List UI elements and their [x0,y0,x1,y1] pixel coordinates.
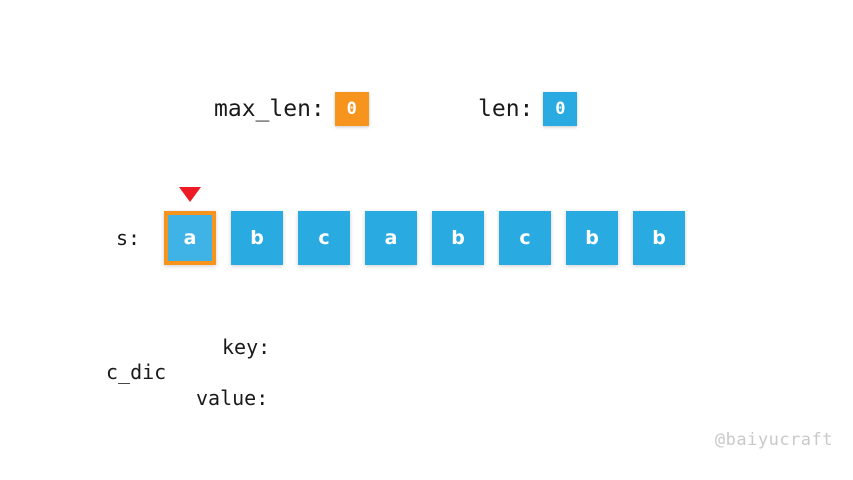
len-counter: len: 0 [478,92,578,126]
string-char-cell: b [566,211,618,265]
watermark: @baiyucraft [714,430,833,450]
string-char-cell: c [499,211,551,265]
max-len-label: max_len: [214,95,325,122]
len-value-box: 0 [543,92,578,126]
len-label: len: [478,95,534,122]
dict-key-label: key: [222,335,271,359]
string-char-cell: b [432,211,484,265]
max-len-value-box: 0 [334,92,369,126]
string-char-cell: b [633,211,685,265]
dict-name-label: c_dic [106,360,167,384]
max-len-counter: max_len: 0 [214,92,369,126]
string-char-cell: b [231,211,283,265]
string-char-cell: a [365,211,417,265]
string-char-cell: a [164,211,216,265]
string-label: s: [116,226,141,250]
string-char-cell: c [298,211,350,265]
dict-value-label: value: [196,386,269,410]
current-index-pointer-icon [179,187,201,202]
